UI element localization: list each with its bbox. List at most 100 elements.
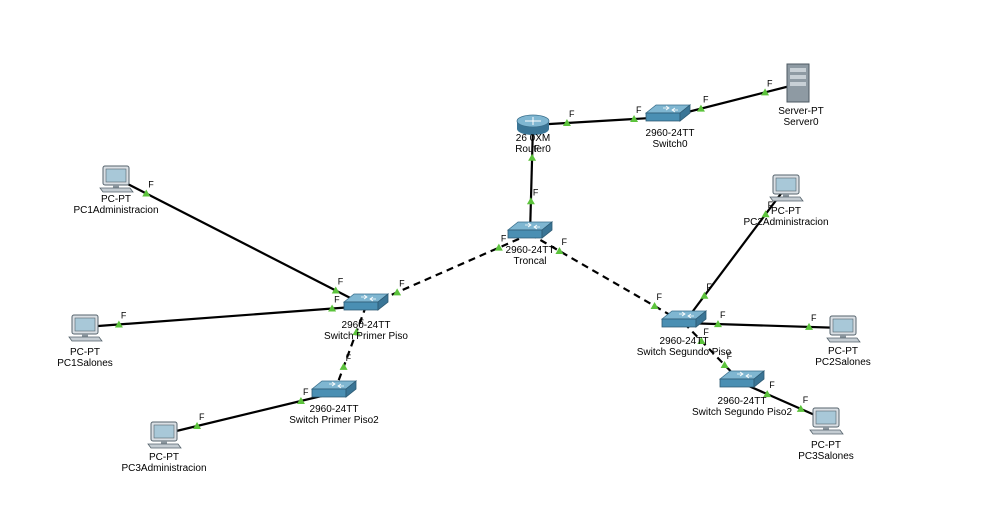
server-server0-icon[interactable] bbox=[786, 63, 810, 103]
port-label: F bbox=[561, 237, 567, 247]
port-label: F bbox=[769, 380, 775, 390]
pc-keyboard bbox=[147, 443, 182, 449]
switch-switch0-icon[interactable] bbox=[644, 104, 692, 122]
device-model: 2960-24TT bbox=[645, 128, 695, 139]
port-link-up-icon bbox=[562, 118, 571, 126]
device-model: PC-PT bbox=[770, 206, 801, 217]
port-label: F bbox=[803, 395, 809, 405]
port-label: F bbox=[657, 292, 663, 302]
device-name: PC1Salones bbox=[57, 358, 113, 369]
pc-screen bbox=[775, 177, 797, 192]
switch-arrows bbox=[525, 222, 540, 230]
pc-screen bbox=[815, 410, 837, 425]
pc-pc2sal-icon[interactable] bbox=[826, 315, 861, 343]
switch-front bbox=[343, 301, 379, 311]
pc-stand bbox=[840, 335, 846, 338]
port-link-up-icon bbox=[142, 189, 151, 197]
link-pc1adm-sw-primer[interactable] bbox=[115, 177, 367, 307]
switch-sw-primer-icon[interactable] bbox=[342, 293, 390, 311]
pc-stand bbox=[113, 185, 119, 188]
switch-front bbox=[311, 388, 347, 398]
switch-arrows bbox=[361, 294, 376, 302]
device-model: 2960-24TT bbox=[505, 245, 555, 256]
port-link-up-icon bbox=[713, 320, 722, 328]
link-troncal-sw-segundo[interactable] bbox=[529, 233, 685, 324]
switch-sw-segundo-icon[interactable] bbox=[660, 310, 708, 328]
device-name: Troncal bbox=[513, 256, 547, 267]
pc-pc3sal-icon[interactable] bbox=[809, 407, 844, 435]
device-model: 2960-24TT bbox=[341, 320, 391, 331]
port-link-up-icon bbox=[720, 361, 729, 368]
server-bay bbox=[790, 75, 806, 79]
pc-keyboard bbox=[68, 336, 103, 342]
pc-pc1sal-icon[interactable] bbox=[68, 314, 103, 342]
link-pc3adm-sw-primer2[interactable] bbox=[163, 391, 335, 436]
port-label: F bbox=[346, 353, 352, 363]
pc-screen bbox=[74, 317, 96, 332]
link-troncal-sw-primer[interactable] bbox=[365, 232, 531, 308]
port-label: F bbox=[767, 78, 773, 88]
link-pc2adm-sw-segundo[interactable] bbox=[683, 186, 787, 324]
pc-pc1adm-icon[interactable] bbox=[99, 165, 134, 193]
links-layer bbox=[84, 82, 844, 436]
port-label: F bbox=[727, 351, 733, 361]
switch-arrows bbox=[329, 381, 344, 389]
link-pc2sal-sw-segundo[interactable] bbox=[683, 321, 844, 330]
switch-front bbox=[645, 112, 681, 122]
link-sw-primer-sw-primer2[interactable] bbox=[332, 305, 368, 394]
link-router0-switch0[interactable] bbox=[532, 115, 669, 127]
pc-pc2adm-icon[interactable] bbox=[769, 174, 804, 202]
link-sw-segundo2-pc3sal[interactable] bbox=[741, 381, 827, 422]
switch-sw-segundo2-icon[interactable] bbox=[718, 370, 766, 388]
port-link-up-icon bbox=[696, 104, 705, 112]
pc-stand bbox=[161, 441, 167, 444]
device-name: Router0 bbox=[515, 144, 551, 155]
link-sw-segundo-sw-segundo2[interactable] bbox=[683, 322, 743, 384]
pc-pc3adm-icon[interactable] bbox=[147, 421, 182, 449]
port-link-up-icon bbox=[331, 286, 340, 294]
device-name: Switch Primer Piso2 bbox=[289, 415, 379, 426]
switch-arrows bbox=[679, 311, 694, 319]
port-label: F bbox=[334, 295, 340, 305]
device-model: 2960-24TT bbox=[717, 396, 767, 407]
port-label: F bbox=[121, 310, 127, 320]
link-router0-troncal[interactable] bbox=[528, 124, 535, 235]
port-link-up-icon bbox=[193, 422, 202, 430]
port-link-up-icon bbox=[700, 291, 709, 299]
switch-troncal-icon[interactable] bbox=[506, 221, 554, 239]
port-link-up-icon bbox=[114, 320, 123, 328]
switch-arrows bbox=[663, 105, 678, 113]
device-model: PC-PT bbox=[828, 346, 858, 357]
switch-sw-primer2-icon[interactable] bbox=[310, 380, 358, 398]
switch-front bbox=[661, 318, 697, 328]
device-model: 2960-24TT bbox=[659, 336, 709, 347]
port-label: F bbox=[533, 187, 539, 197]
link-pc1sal-sw-primer[interactable] bbox=[84, 304, 367, 329]
port-link-up-icon bbox=[805, 322, 814, 330]
device-model: PC-PT bbox=[100, 194, 131, 205]
port-link-up-icon bbox=[650, 301, 659, 309]
device-name: Switch0 bbox=[652, 139, 688, 150]
server-bay bbox=[790, 68, 806, 72]
switch-side bbox=[679, 104, 691, 122]
devices-layer bbox=[68, 63, 861, 449]
port-label: F bbox=[569, 109, 575, 119]
switch-side bbox=[345, 380, 357, 398]
port-link-up-icon bbox=[526, 197, 535, 205]
port-label: F bbox=[636, 105, 642, 115]
pc-stand bbox=[783, 194, 789, 197]
router-router0-icon[interactable] bbox=[516, 114, 550, 135]
pc-keyboard bbox=[99, 187, 134, 193]
pc-screen bbox=[153, 424, 175, 439]
switch-arrows bbox=[737, 371, 752, 379]
device-model: Server-PT bbox=[778, 106, 824, 117]
port-label: F bbox=[720, 310, 726, 320]
